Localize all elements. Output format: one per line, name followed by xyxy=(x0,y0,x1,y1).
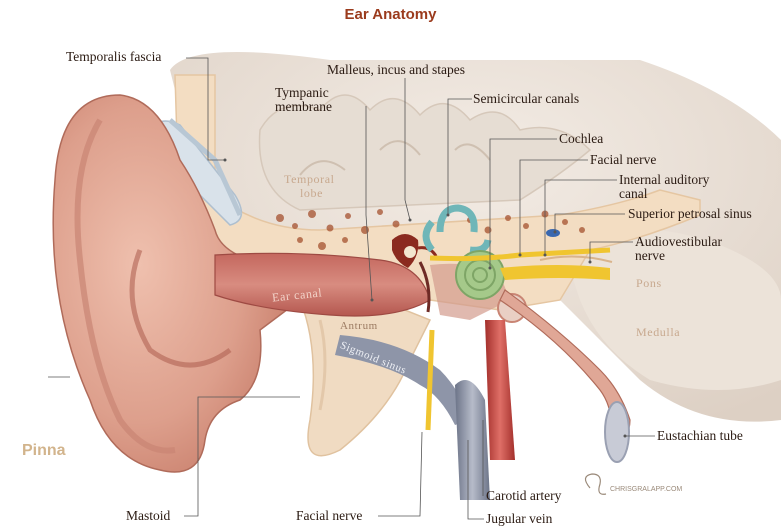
label-cochlea: Cochlea xyxy=(559,132,603,146)
diagram-title: Ear Anatomy xyxy=(0,6,781,23)
label-mastoid: Mastoid xyxy=(126,509,170,523)
credit-text: CHRISGRALAPP.COM xyxy=(610,486,682,493)
label-temporalis-fascia: Temporalis fascia xyxy=(66,50,161,64)
label-facial-nerve-top: Facial nerve xyxy=(590,153,656,167)
label-audiovestibular-nerve-line2: nerve xyxy=(635,249,665,263)
region-temporal-lobe-line2: lobe xyxy=(300,186,323,201)
label-eustachian-tube: Eustachian tube xyxy=(657,429,743,443)
label-ossicles: Malleus, incus and stapes xyxy=(327,63,465,77)
label-facial-nerve-bottom: Facial nerve xyxy=(296,509,362,523)
carotid-artery-shape xyxy=(485,320,515,460)
label-pinna: Pinna xyxy=(22,442,66,460)
superior-petrosal-sinus-shape xyxy=(546,229,560,237)
label-carotid-artery: Carotid artery xyxy=(486,489,561,503)
region-pons: Pons xyxy=(636,276,662,291)
label-jugular-vein: Jugular vein xyxy=(486,512,552,526)
label-internal-auditory-canal-line2: canal xyxy=(619,187,647,201)
region-medulla: Medulla xyxy=(636,325,680,340)
region-antrum: Antrum xyxy=(340,320,378,332)
label-audiovestibular-nerve-line1: Audiovestibular xyxy=(635,235,722,249)
label-semicircular-canals: Semicircular canals xyxy=(473,92,579,106)
label-superior-petrosal-sinus: Superior petrosal sinus xyxy=(628,207,752,221)
audiovestibular-nerve-shape xyxy=(500,265,610,280)
credit-signature-mark xyxy=(585,474,606,494)
jugular-vein-shape xyxy=(455,380,490,500)
label-tympanic-membrane-line1: Tympanic xyxy=(275,86,329,100)
region-temporal-lobe-line1: Temporal xyxy=(284,172,335,187)
label-internal-auditory-canal-line1: Internal auditory xyxy=(619,173,709,187)
label-tympanic-membrane-line2: membrane xyxy=(275,100,332,114)
